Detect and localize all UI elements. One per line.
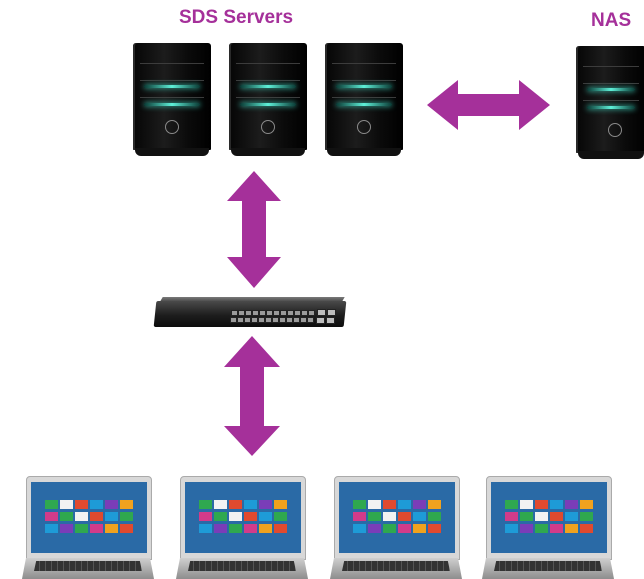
client-laptop-2 bbox=[176, 476, 308, 579]
hp-logo-icon bbox=[608, 123, 622, 137]
nas-server bbox=[576, 46, 644, 159]
network-switch bbox=[153, 297, 347, 331]
arrow-switch-clients bbox=[224, 336, 280, 456]
sds-server-3 bbox=[325, 43, 403, 156]
client-laptop-1 bbox=[22, 476, 154, 579]
sds-server-1 bbox=[133, 43, 211, 156]
sds-servers-label: SDS Servers bbox=[179, 7, 294, 28]
hp-logo-icon bbox=[357, 120, 371, 134]
client-laptop-4 bbox=[482, 476, 614, 579]
arrow-servers-switch bbox=[227, 171, 281, 288]
hp-logo-icon bbox=[261, 120, 275, 134]
sds-server-2 bbox=[229, 43, 307, 156]
hp-logo-icon bbox=[165, 120, 179, 134]
nas-label: NAS bbox=[591, 10, 632, 31]
arrow-servers-nas bbox=[427, 80, 550, 130]
client-laptop-3 bbox=[330, 476, 462, 579]
